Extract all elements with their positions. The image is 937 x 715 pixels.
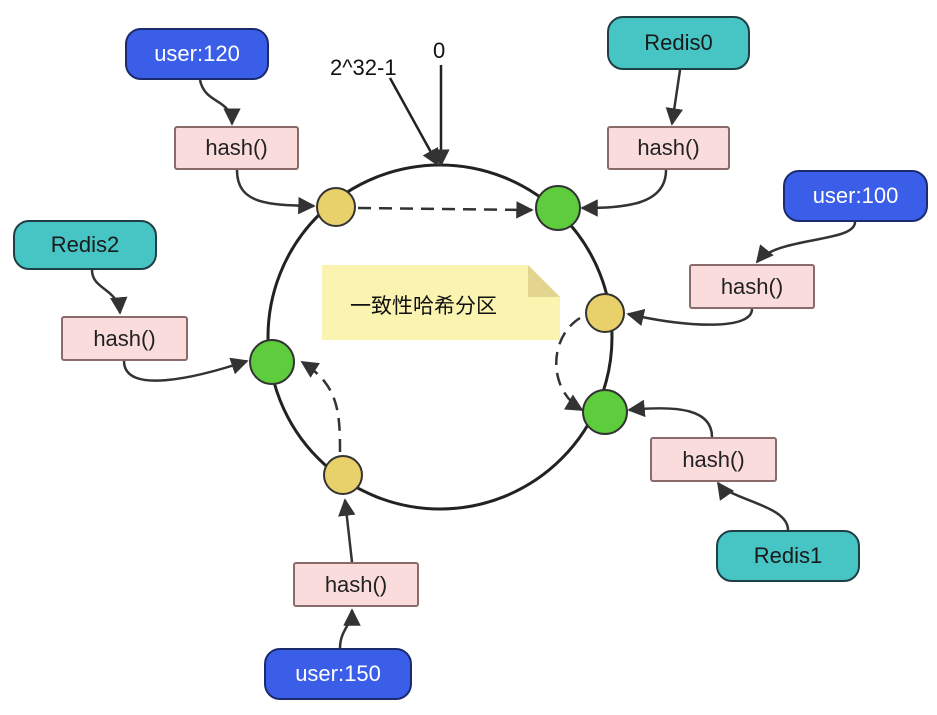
redis2-to-hash-arrow (90, 269, 128, 315)
ring-node-redis0 (535, 185, 581, 231)
sticky-note (322, 265, 560, 340)
dashed-arrow-user100-to-redis1 (555, 316, 584, 412)
hash-box-user100: hash() (689, 264, 815, 309)
user150-to-hash-arrow (338, 608, 361, 649)
hash-to-node-user150-arrow (338, 498, 356, 563)
ring-node-redis1 (582, 389, 628, 435)
redis1-box: Redis1 (716, 530, 860, 582)
ring-node-user150 (323, 455, 363, 495)
ring-node-user100 (585, 293, 625, 333)
dashed-arrow-user150-to-redis2 (300, 360, 342, 453)
user-150-box: user:150 (264, 648, 412, 700)
redis0-to-hash-arrow (665, 69, 683, 126)
ring-node-redis2 (249, 339, 295, 385)
hash-to-node-user120-arrow (235, 169, 316, 215)
hash-to-node-redis1-arrow (627, 399, 714, 438)
hash-box-redis1: hash() (650, 437, 777, 482)
user-100-box: user:100 (783, 170, 928, 222)
max-hash-label: 2^32-1 (330, 55, 397, 80)
zero-hash-label: 0 (433, 38, 446, 63)
hash-to-node-redis0-arrow (580, 169, 668, 217)
user-120-box: user:120 (125, 28, 269, 80)
user100-to-hash-arrow (755, 221, 857, 264)
hash-box-redis0: hash() (607, 126, 730, 170)
redis2-box: Redis2 (13, 220, 157, 270)
ring-node-user120 (316, 187, 356, 227)
hash-box-user150: hash() (293, 562, 419, 607)
user120-to-hash-arrow (198, 79, 241, 126)
redis0-box: Redis0 (607, 16, 750, 70)
redis1-to-hash-arrow (716, 481, 790, 531)
hash-box-user120: hash() (174, 126, 299, 170)
max-label-arrow (388, 77, 440, 167)
note-title: 一致性哈希分区 (350, 294, 497, 318)
hash-box-redis2: hash() (61, 316, 188, 361)
hash-to-node-user100-arrow (626, 308, 754, 327)
hash-to-node-redis2-arrow (122, 357, 249, 382)
dashed-arrow-user120-to-redis0 (357, 201, 534, 219)
